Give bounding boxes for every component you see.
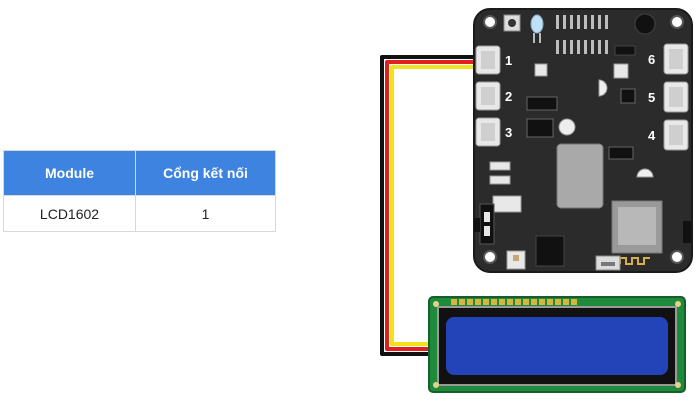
antenna [619,257,650,265]
lcd-pins [451,299,577,305]
right-connectors [663,43,689,151]
header-module: Module [3,150,136,196]
header-pins-top [556,15,608,54]
connection-table: Module Cổng kết nối LCD1602 1 [3,150,276,232]
chip-2 [526,118,554,138]
wire-red [385,60,478,351]
led [530,14,544,34]
port-label-6: 6 [648,52,655,67]
controller-board: 1 2 3 6 5 4 [473,8,693,273]
power-jack [535,235,565,267]
cell-port: 1 [135,195,276,232]
lcd-module [428,296,686,393]
port-label-5: 5 [648,90,655,105]
wire-black [380,55,478,356]
metal-component [556,143,604,209]
light-sensor [598,79,608,97]
port-label-3: 3 [505,125,512,140]
port-label-1: 1 [505,53,512,68]
buzzer [634,13,656,35]
chip-1 [526,96,558,111]
port-label-2: 2 [505,89,512,104]
port-label-4: 4 [648,128,656,143]
cell-module: LCD1602 [3,195,136,232]
table-header-row: Module Cổng kết nối [3,150,276,196]
cable [380,55,478,356]
left-connectors [475,45,501,147]
header-port: Cổng kết nối [135,150,276,196]
wire-yellow [390,65,478,346]
lcd-screen [446,317,668,375]
table-row: LCD1602 1 [3,195,276,232]
